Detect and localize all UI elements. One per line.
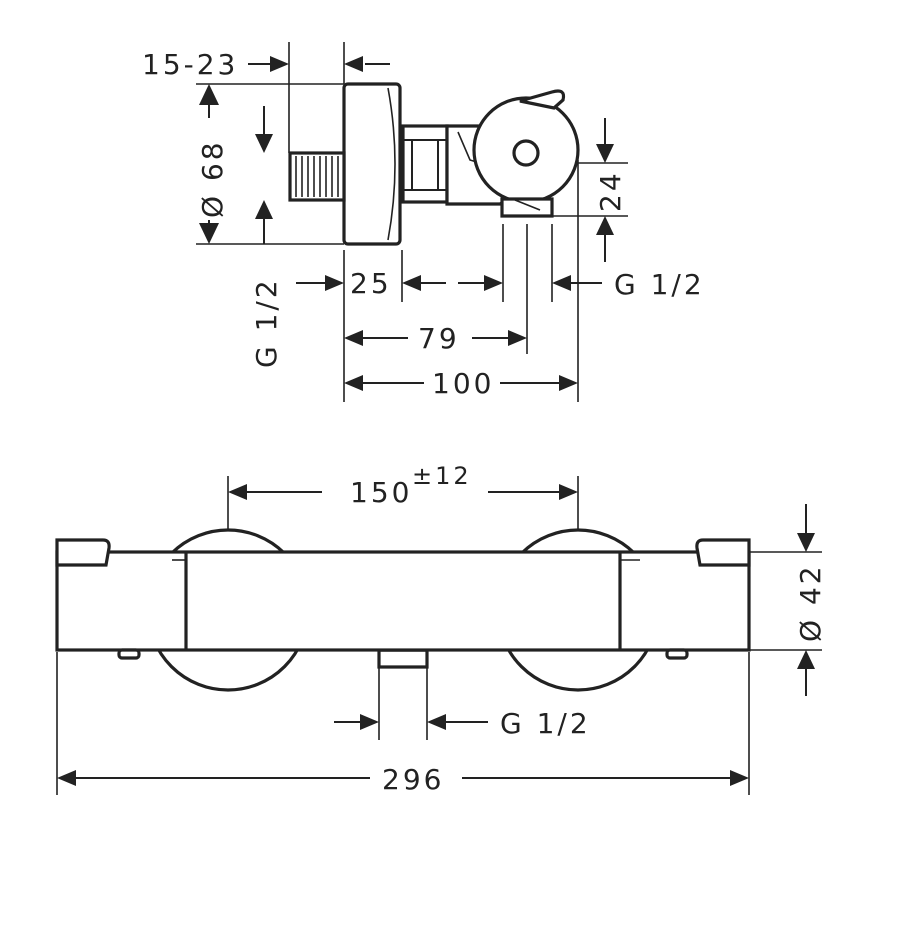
dim-79: 79: [344, 322, 527, 355]
dim-25: 25: [296, 267, 503, 300]
front-view: 150 ±12 Ø 42 G 1/2 296: [55, 462, 827, 796]
front-thermostat-bar: [55, 550, 751, 652]
arrow: [559, 375, 578, 391]
arrow: [508, 330, 527, 346]
arrow: [344, 330, 363, 346]
side-wall-plate: [342, 82, 402, 246]
arrow: [344, 56, 363, 72]
side-extension-lines: [196, 42, 628, 402]
dim-150-label: 150: [350, 476, 412, 509]
arrow: [596, 216, 614, 235]
dim-296-label: 296: [382, 763, 444, 796]
dim-g12-right-label: G 1/2: [614, 268, 705, 301]
arrow: [228, 484, 247, 500]
arrow: [255, 200, 273, 219]
arrow: [797, 650, 815, 669]
dim-g12-bottom-label: G 1/2: [500, 707, 591, 740]
dim-g12-right: G 1/2: [552, 268, 705, 301]
dim-296: 296: [57, 763, 749, 796]
side-connector-nut: [401, 124, 449, 204]
dim-24: 24: [594, 118, 627, 262]
arrow: [199, 84, 219, 105]
dim-dia-42-label: Ø 42: [794, 563, 827, 642]
dim-g12-left: G 1/2: [250, 106, 283, 368]
dim-150: 150 ±12: [228, 462, 578, 509]
arrow: [57, 770, 76, 786]
dim-15-23: 15-23: [142, 48, 390, 81]
arrow: [596, 144, 614, 163]
dim-100-label: 100: [432, 367, 494, 400]
arrow: [344, 375, 363, 391]
arrow: [402, 275, 421, 291]
dim-25-label: 25: [350, 267, 392, 300]
dim-15-23-label: 15-23: [142, 48, 238, 81]
dim-dia-68-label: Ø 68: [196, 139, 229, 218]
front-feet: [117, 648, 689, 660]
dim-dia-68: Ø 68: [196, 84, 229, 244]
dim-79-label: 79: [418, 322, 460, 355]
arrow: [552, 275, 571, 291]
arrow: [484, 275, 503, 291]
front-end-handles: [55, 538, 751, 567]
arrow: [255, 134, 273, 153]
dim-150-tolerance: ±12: [412, 462, 472, 490]
dim-g12-bottom: G 1/2: [334, 707, 591, 740]
arrow: [270, 56, 289, 72]
front-extension-lines: [56, 476, 822, 795]
arrow: [199, 223, 219, 244]
side-view: 15-23 Ø 68 G 1/2 24: [142, 42, 705, 402]
arrow: [730, 770, 749, 786]
arrow: [325, 275, 344, 291]
dim-24-label: 24: [594, 170, 627, 212]
side-inlet-thread: [288, 151, 346, 202]
arrow: [427, 714, 446, 730]
dim-100: 100: [344, 367, 578, 400]
dim-g12-left-label: G 1/2: [250, 277, 283, 368]
side-valve-body: [445, 89, 580, 218]
arrow: [360, 714, 379, 730]
arrow: [797, 533, 815, 552]
arrow: [559, 484, 578, 500]
dim-dia-42: Ø 42: [794, 504, 827, 696]
